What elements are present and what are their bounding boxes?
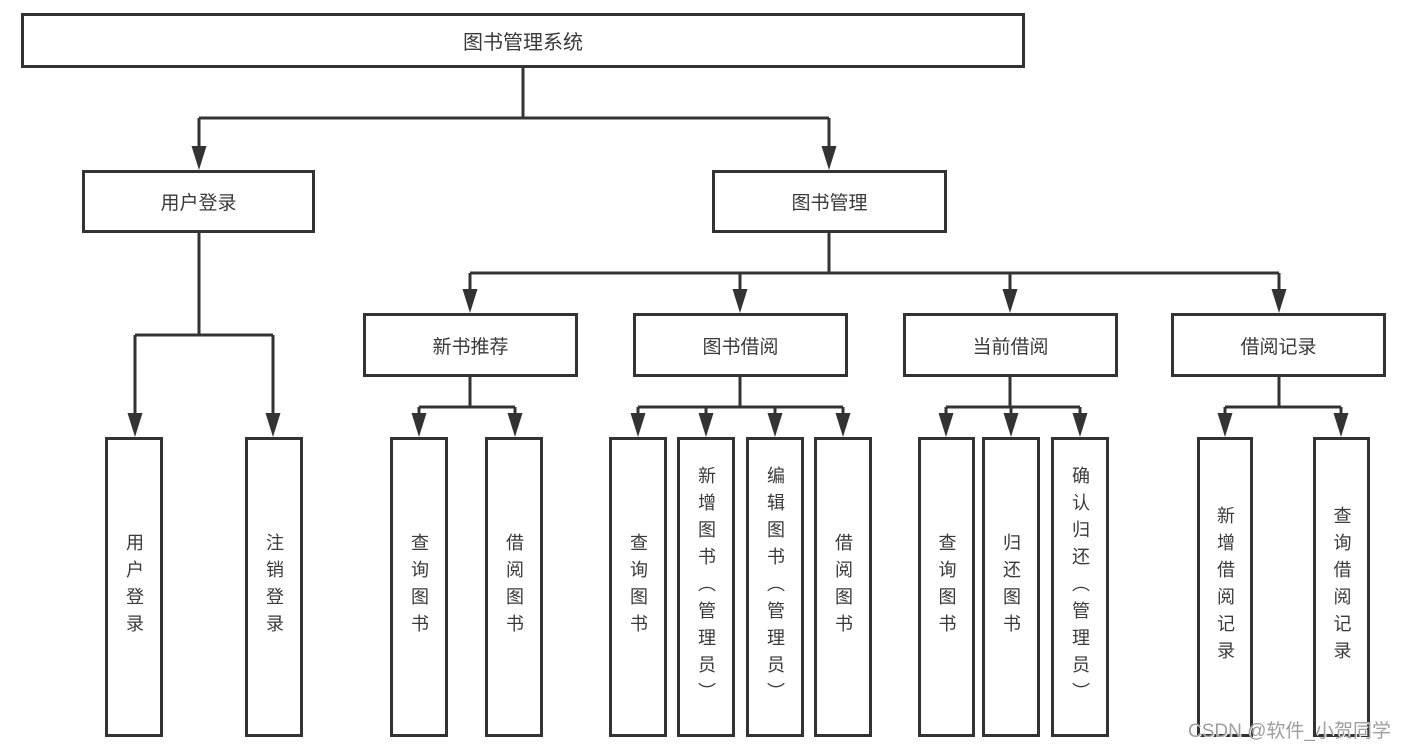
node-borrow-records-label: 借阅记录	[1240, 336, 1317, 358]
leaf-user-login: 用户登录	[105, 437, 163, 737]
node-current-borrow-label: 当前借阅	[972, 336, 1049, 358]
leaf-query-borrow-record: 查询借阅记录	[1313, 437, 1370, 737]
node-book-management-label: 图书管理	[791, 193, 868, 214]
node-user-login: 用户登录	[82, 170, 315, 233]
leaf-borrow-books-borrow: 借阅图书	[814, 437, 872, 737]
leaf-return-books: 归还图书	[982, 437, 1040, 737]
tree-edges	[133, 68, 1343, 419]
leaf-add-books-admin: 新增图书（管理员）	[677, 437, 735, 737]
node-new-book-recommend: 新书推荐	[363, 313, 578, 377]
csdn-watermark: CSDN @软件_小贺同学	[1188, 721, 1391, 742]
node-root-system: 图书管理系统	[21, 13, 1025, 68]
node-user-login-label: 用户登录	[160, 193, 237, 214]
node-new-book-recommend-label: 新书推荐	[432, 336, 509, 358]
leaf-logout-login: 注销登录	[245, 437, 303, 737]
node-book-management: 图书管理	[712, 170, 947, 233]
node-current-borrow: 当前借阅	[903, 313, 1118, 377]
node-root-label: 图书管理系统	[463, 32, 583, 54]
leaf-query-books-borrow: 查询图书	[609, 437, 667, 737]
leaf-confirm-return-admin: 确认归还（管理员）	[1051, 437, 1109, 737]
node-borrow-records: 借阅记录	[1171, 313, 1386, 377]
leaf-add-borrow-record: 新增借阅记录	[1197, 437, 1253, 737]
leaf-query-books-recommend: 查询图书	[390, 437, 448, 737]
leaf-edit-books-admin: 编辑图书（管理员）	[746, 437, 804, 737]
node-book-borrow-label: 图书借阅	[702, 336, 779, 358]
arrowheads	[127, 146, 1349, 437]
leaf-query-books-current: 查询图书	[918, 437, 975, 737]
node-book-borrow: 图书借阅	[633, 313, 848, 377]
leaf-borrow-books-recommend: 借阅图书	[485, 437, 543, 737]
